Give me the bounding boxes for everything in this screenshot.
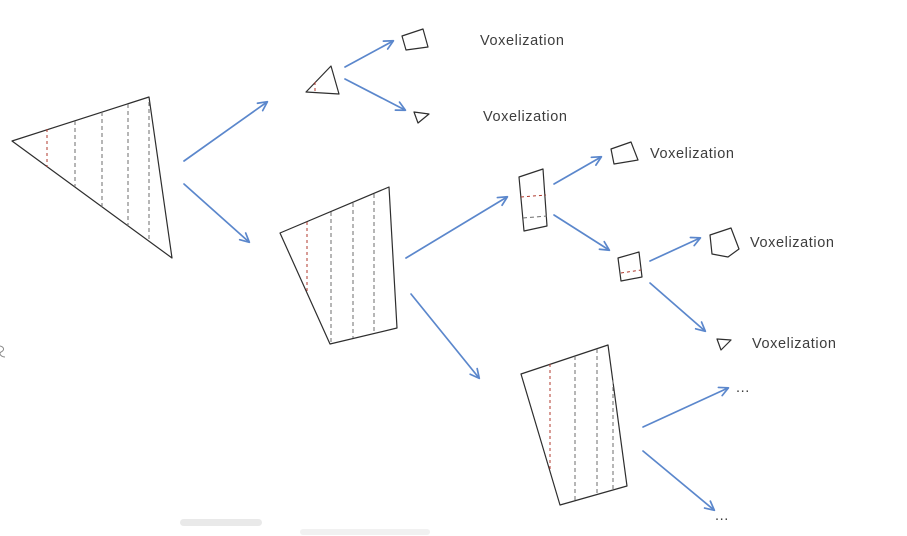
label-voxelization-4: Voxelization — [750, 235, 835, 251]
labels: Voxelization Voxelization Voxelization V… — [480, 33, 837, 524]
root-triangle — [11, 96, 173, 259]
arrow-node-to-leaf-5 — [649, 282, 707, 333]
label-ellipsis-upper: ... — [736, 380, 750, 396]
leaf-pentagon-4 — [709, 227, 740, 258]
bottom-smudge-1 — [180, 519, 262, 526]
arrow-node-to-leaf-4 — [649, 236, 702, 262]
bottom-smudge-2 — [300, 529, 430, 535]
label-voxelization-2: Voxelization — [483, 109, 568, 125]
arrow-small-quad-to-node — [553, 214, 611, 252]
leaf-quad-3 — [610, 141, 639, 165]
medium-polygon — [279, 186, 398, 345]
arrow-root-to-small-triangle — [183, 100, 269, 162]
small-quad-cut-red — [520, 194, 547, 198]
label-voxelization-3: Voxelization — [650, 146, 735, 162]
shapes — [11, 28, 740, 506]
left-edge-mark — [0, 345, 6, 358]
arrow-small-triangle-to-leaf-2 — [344, 78, 407, 112]
arrows — [183, 39, 730, 512]
arrow-small-triangle-to-leaf-1 — [344, 39, 395, 68]
arrow-large-quad-to-ellipsis-lower — [642, 450, 716, 512]
label-ellipsis-lower: ... — [715, 508, 729, 524]
leaf-quad-1 — [401, 28, 429, 51]
label-voxelization-5: Voxelization — [752, 336, 837, 352]
small-triangle — [305, 65, 340, 95]
node-quad — [617, 251, 643, 282]
leaf-triangle-2 — [413, 111, 430, 124]
leaf-triangle-5 — [716, 338, 732, 351]
arrow-small-quad-to-leaf-3 — [553, 155, 603, 185]
small-quad — [518, 168, 548, 232]
label-voxelization-1: Voxelization — [480, 33, 565, 49]
artifacts — [0, 345, 430, 535]
large-quad — [520, 344, 628, 506]
arrow-root-to-medium-polygon — [183, 183, 251, 244]
arrow-medium-to-large-quad — [410, 293, 481, 380]
node-quad-cut-red — [620, 269, 642, 274]
arrow-large-quad-to-ellipsis-upper — [642, 386, 730, 428]
arrow-medium-to-small-quad — [405, 195, 509, 259]
small-quad-cut-gray — [522, 215, 548, 219]
